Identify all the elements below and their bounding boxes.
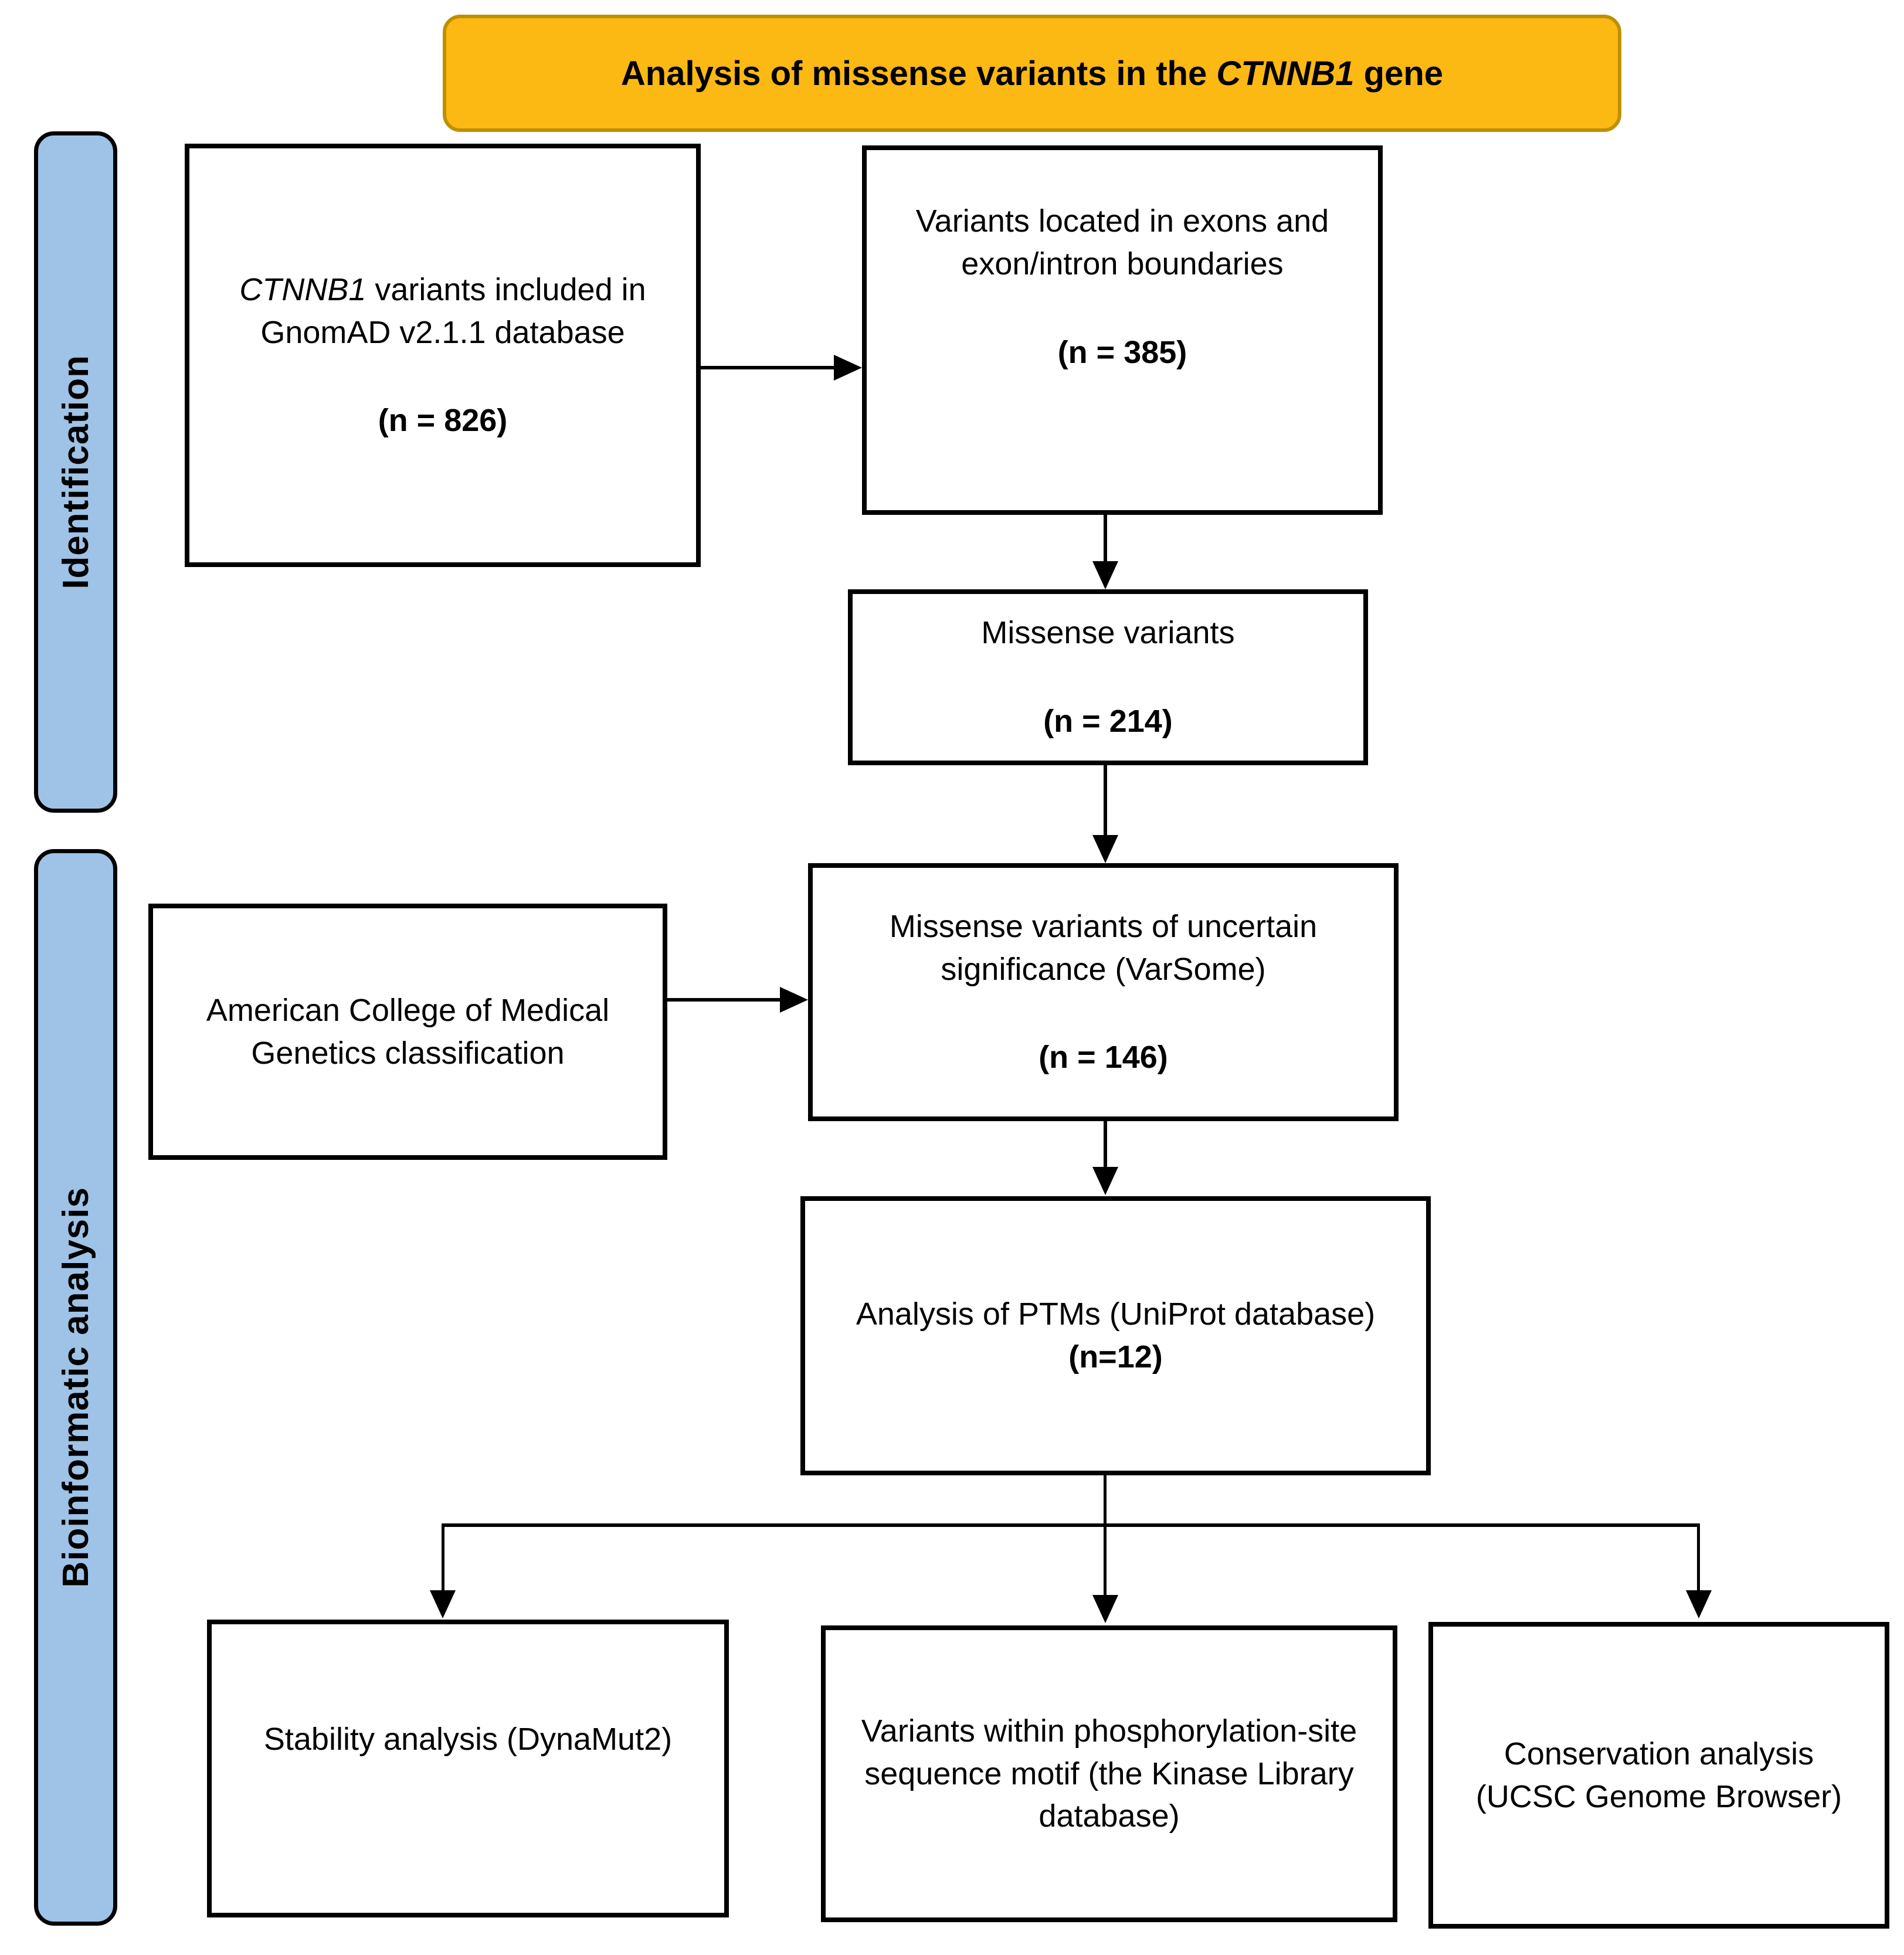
box-kinase-line3: database) xyxy=(1038,1798,1180,1834)
arrow-branch-to-kinase-head-icon xyxy=(1092,1595,1118,1623)
title-text-after: gene xyxy=(1354,54,1444,93)
arrow-branch-to-stability-head-icon xyxy=(430,1590,456,1618)
box-acmg-classification: American College of Medical Genetics cla… xyxy=(148,904,667,1160)
sidebar-identification-label: Identification xyxy=(55,355,96,589)
box-acmg-line2: Genetics classification xyxy=(251,1035,565,1071)
arrow-gnomad-to-exons-line xyxy=(700,366,835,369)
title-text-before: Analysis of missense variants in the xyxy=(620,54,1217,93)
title-gene-name: CTNNB1 xyxy=(1216,54,1355,93)
box-conservation-line1: Conservation analysis xyxy=(1503,1736,1814,1771)
box-kinase-line2: sequence motif (the Kinase Library xyxy=(864,1756,1354,1791)
box-stability-line1: Stability analysis (DynaMut2) xyxy=(263,1722,673,1757)
box-vus-line2: significance (VarSome) xyxy=(941,951,1266,987)
box-gnomad-count: (n = 826) xyxy=(378,403,508,439)
arrow-exons-to-missense-line xyxy=(1104,512,1107,563)
arrow-missense-to-vus-head-icon xyxy=(1092,835,1118,863)
box-vus-varsome: Missense variants of uncertain significa… xyxy=(808,863,1399,1121)
box-vus-line1: Missense variants of uncertain xyxy=(889,908,1318,944)
arrow-acmg-to-vus-line xyxy=(667,998,782,1002)
box-exon-count: (n = 385) xyxy=(1057,334,1187,370)
sidebar-identification: Identification xyxy=(34,131,117,813)
box-gnomad-line2: GnomAD v2.1.1 database xyxy=(260,314,625,350)
box-gnomad-line1: CTNNB1 variants included in xyxy=(239,269,646,311)
box-kinase-line1: Variants within phosphorylation-site xyxy=(861,1713,1357,1749)
box-kinase-library: Variants within phosphorylation-site seq… xyxy=(821,1625,1397,1922)
arrow-vus-to-ptm-line xyxy=(1104,1120,1107,1169)
arrow-branch-to-conservation-head-icon xyxy=(1686,1590,1712,1618)
branch-stem-line xyxy=(1104,1474,1107,1526)
branch-horizontal-line xyxy=(442,1523,1700,1527)
box-conservation-analysis: Conservation analysis (UCSC Genome Brows… xyxy=(1428,1622,1889,1929)
box-gnomad-gene: CTNNB1 xyxy=(239,271,366,307)
box-gnomad-variants: CTNNB1 variants included in GnomAD v2.1.… xyxy=(185,144,701,567)
box-vus-count: (n = 146) xyxy=(1038,1040,1168,1075)
title-banner: Analysis of missense variants in the CTN… xyxy=(443,15,1621,132)
box-stability-analysis: Stability analysis (DynaMut2) xyxy=(207,1620,729,1917)
arrow-vus-to-ptm-head-icon xyxy=(1092,1167,1118,1195)
box-missense-variants: Missense variants (n = 214) xyxy=(848,589,1368,765)
arrow-missense-to-vus-line xyxy=(1104,764,1107,837)
sidebar-bioinformatic-analysis: Bioinformatic analysis xyxy=(34,849,117,1926)
box-exon-line1: Variants located in exons and xyxy=(915,203,1329,239)
box-missense-count: (n = 214) xyxy=(1043,704,1173,739)
box-ptm-line1: Analysis of PTMs (UniProt database) xyxy=(856,1296,1376,1332)
box-exon-variants: Variants located in exons and exon/intro… xyxy=(862,145,1383,515)
box-conservation-line2: (UCSC Genome Browser) xyxy=(1475,1778,1842,1814)
arrow-branch-to-conservation-line xyxy=(1697,1526,1700,1593)
arrow-gnomad-to-exons-head-icon xyxy=(834,355,862,381)
box-acmg-line1: American College of Medical xyxy=(206,992,610,1028)
arrow-acmg-to-vus-head-icon xyxy=(780,987,808,1013)
box-gnomad-line1-rest: variants included in xyxy=(366,271,646,307)
box-exon-line2: exon/intron boundaries xyxy=(961,246,1284,281)
box-ptm-analysis: Analysis of PTMs (UniProt database) (n=1… xyxy=(800,1196,1431,1475)
sidebar-bioinformatic-analysis-label: Bioinformatic analysis xyxy=(55,1187,96,1588)
arrow-branch-to-stability-line xyxy=(442,1526,444,1593)
arrow-exons-to-missense-head-icon xyxy=(1092,561,1118,589)
box-missense-line1: Missense variants xyxy=(981,615,1235,651)
arrow-branch-to-kinase-line xyxy=(1104,1526,1107,1596)
box-ptm-count: (n=12) xyxy=(1068,1339,1163,1374)
